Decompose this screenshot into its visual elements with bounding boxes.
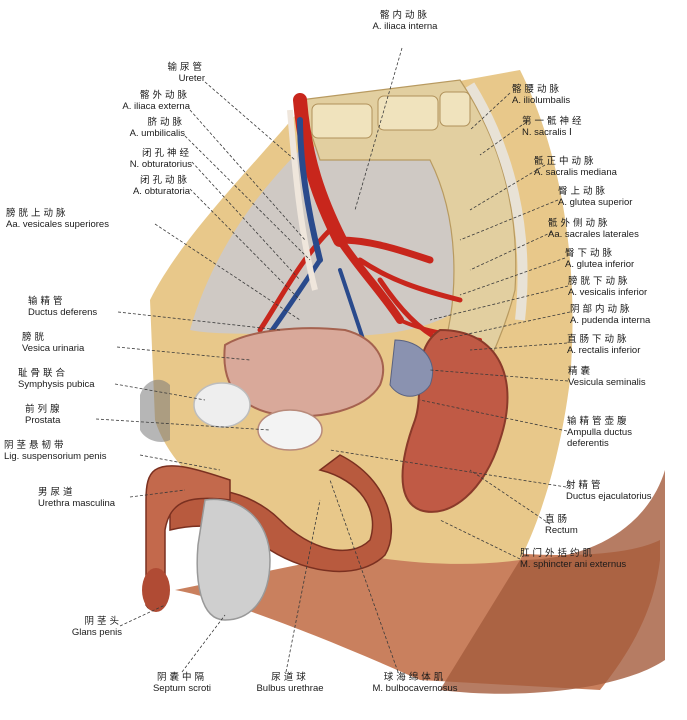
ureter-vessel — [287, 109, 318, 291]
leader-lines — [95, 47, 571, 673]
vertebrae — [311, 91, 471, 139]
buttock-shadow — [440, 470, 665, 694]
penis — [145, 465, 231, 611]
prostate — [257, 409, 323, 451]
sacral-nerve-band — [465, 82, 528, 321]
pubic-symphysis — [193, 382, 251, 428]
seminal-vesicle — [389, 339, 433, 397]
bladder — [223, 327, 385, 418]
glans — [142, 568, 170, 612]
pubic-hair — [140, 379, 170, 442]
scrotum — [196, 498, 271, 621]
sacrum — [299, 79, 517, 381]
